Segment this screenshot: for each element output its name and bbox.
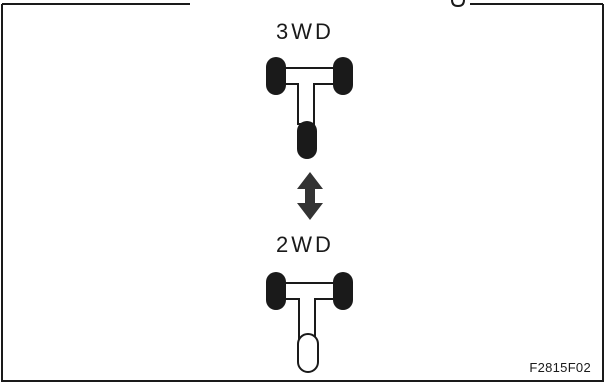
- figure-code: F2815F02: [529, 360, 591, 375]
- wheel-front-right-3wd: [333, 57, 353, 95]
- clipped-text-fragment: [451, 0, 465, 8]
- wheel-front-right-2wd: [333, 272, 353, 310]
- drivetrain-3wd: [266, 57, 353, 159]
- wheel-rear-2wd: [297, 333, 319, 373]
- axle-outline-2wd: [281, 282, 337, 341]
- wheel-front-left-3wd: [266, 57, 286, 95]
- label-3wd: 3WD: [276, 19, 334, 44]
- wheel-front-left-2wd: [266, 272, 286, 310]
- axle-outline-3wd: [281, 67, 337, 125]
- drivetrain-2wd: [266, 272, 353, 373]
- wheel-rear-3wd: [297, 121, 317, 159]
- frame-border: [1, 4, 604, 382]
- label-2wd: 2WD: [276, 232, 334, 257]
- double-vertical-arrow-icon: [297, 172, 323, 220]
